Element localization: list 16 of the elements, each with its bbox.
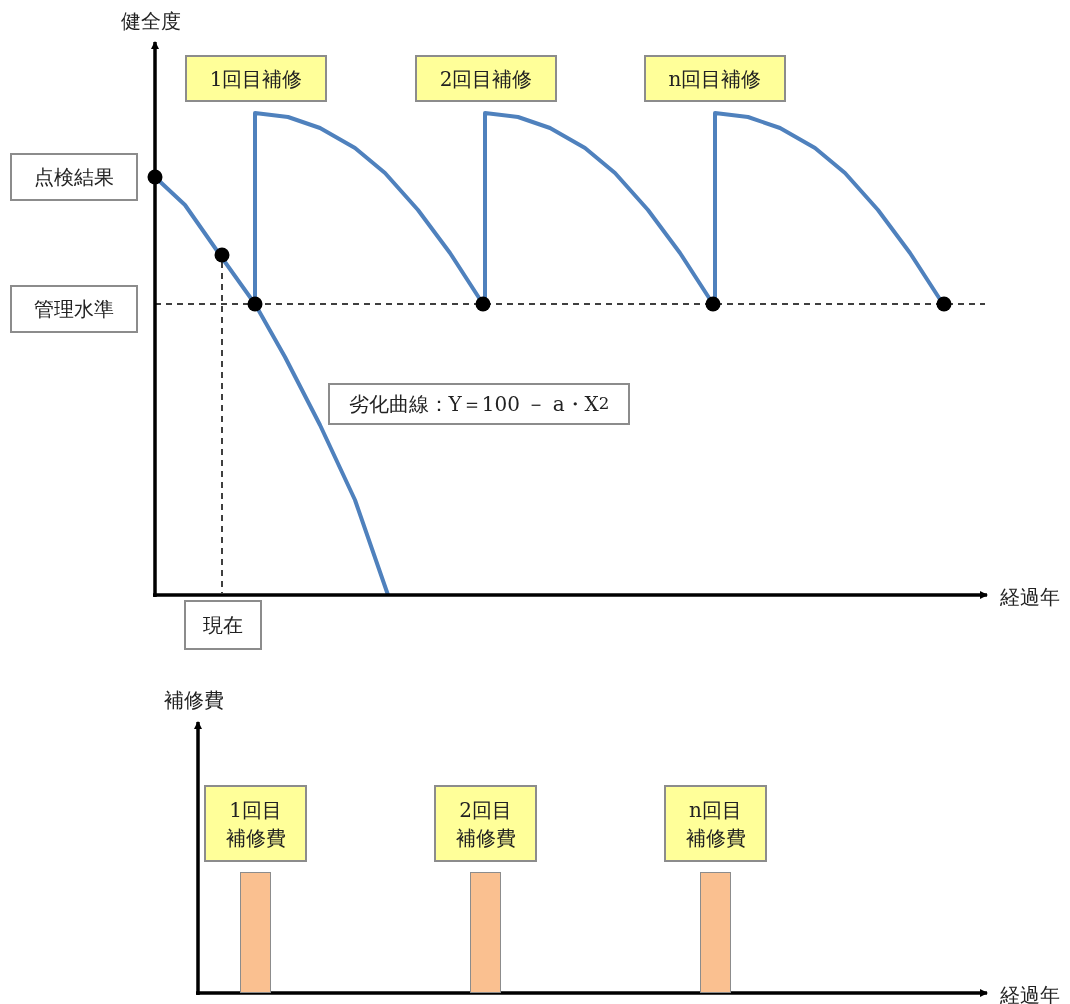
repair-box: 2回目補修	[415, 55, 557, 102]
axis-label: 補修費	[164, 687, 224, 714]
cost-bar	[700, 872, 731, 993]
repair-cost-box: 1回目補修費	[204, 785, 307, 862]
repair-box: n回目補修	[644, 55, 786, 102]
axis-label: 健全度	[121, 8, 181, 35]
management-level-box: 管理水準	[10, 285, 138, 333]
cost-bar	[470, 872, 501, 993]
inspection-result-box: 点検結果	[10, 153, 138, 201]
repair-cost-box: 2回目補修費	[434, 785, 537, 862]
axis-label: 経過年	[1000, 982, 1060, 1004]
axis-label: 経過年	[1000, 584, 1060, 611]
repair-box: 1回目補修	[185, 55, 327, 102]
repair-cost-box: n回目補修費	[664, 785, 767, 862]
cost-bar	[240, 872, 271, 993]
present-box: 現在	[184, 600, 262, 650]
